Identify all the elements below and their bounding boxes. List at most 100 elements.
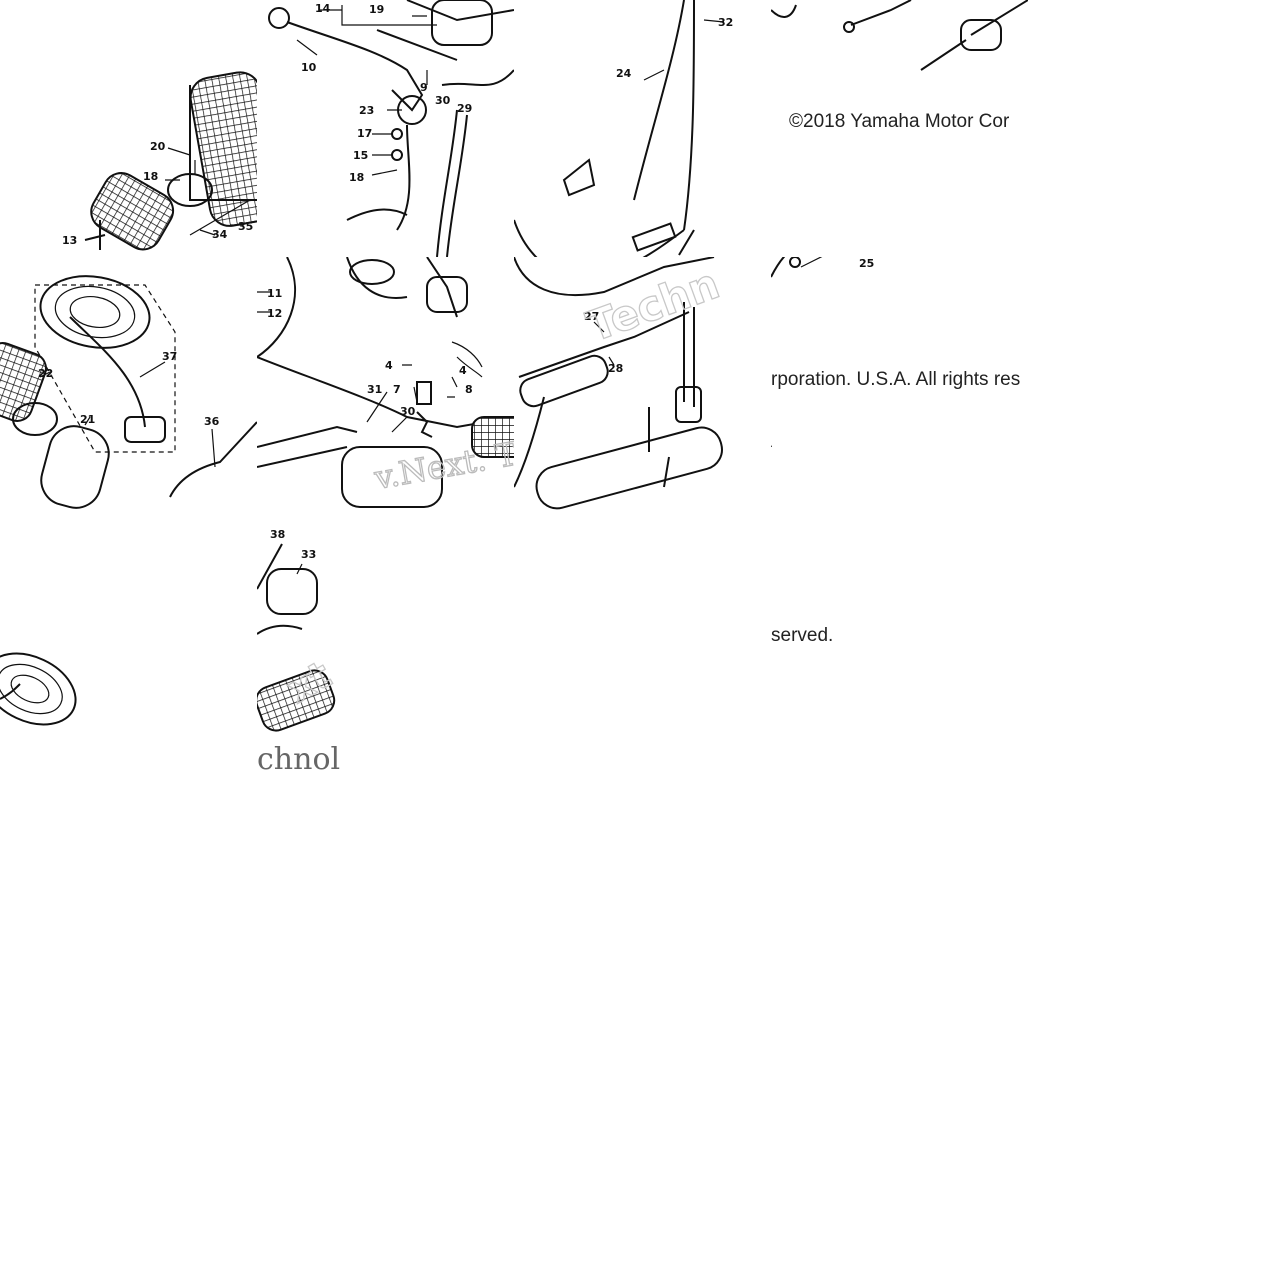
callout-label: 15 <box>353 149 368 162</box>
cable-end <box>843 21 855 33</box>
leader-line <box>39 361 216 468</box>
wire-line <box>451 341 483 378</box>
callout-label: 32 <box>718 16 733 29</box>
mirror-head <box>0 652 77 726</box>
grip-shape <box>90 172 175 251</box>
callout-label: 34 <box>212 228 228 241</box>
callout-label: 25 <box>859 257 874 270</box>
handlebar-line <box>189 85 257 201</box>
cable-line <box>346 257 408 299</box>
diagram-tile-mirror-fragment <box>0 514 257 771</box>
throttle-grip <box>519 354 609 408</box>
diagram-tile-switch-fragment: 38 33 xt chnol <box>257 514 514 771</box>
cable-line <box>771 257 786 278</box>
cable-right-drawing: 25 3 28 28-1 <box>771 257 874 450</box>
callout-label: 30 <box>400 405 416 418</box>
cable-line <box>683 302 695 407</box>
leader-line <box>296 5 437 176</box>
callout-label: 9 <box>420 81 428 94</box>
nut-shape <box>391 149 403 161</box>
callout-label: 33 <box>301 548 316 561</box>
cable-line <box>920 0 1028 71</box>
mirror-head <box>39 275 151 349</box>
diagram-tile-mirror: 22 37 21 36 <box>0 257 257 514</box>
wire-line <box>800 257 823 268</box>
handlebar-line <box>257 425 358 468</box>
copyright-line-3: served. <box>771 625 834 646</box>
leader-line <box>643 19 725 81</box>
mirror-drawing: 22 37 21 36 <box>0 275 257 509</box>
callout-label: 13 <box>62 234 77 247</box>
lever-knob <box>268 7 290 29</box>
bar-section <box>341 446 443 508</box>
clamp-shape <box>416 411 433 438</box>
cable-line <box>518 311 690 378</box>
grip-end <box>349 259 395 285</box>
cable-line <box>633 0 695 231</box>
leader-line <box>257 291 458 433</box>
left-grips-drawing: 20 18 13 34 35 <box>62 71 257 251</box>
callout-label: 14 <box>315 2 331 15</box>
callout-label: 28-1 <box>771 437 773 450</box>
cable-line <box>514 219 538 257</box>
handlebar-drawing: 11 12 4 7 4 8 31 30 v.Next. Te <box>257 257 514 508</box>
leader-line <box>189 160 251 236</box>
switch-housing <box>431 0 493 46</box>
callout-label: 29 <box>457 102 472 115</box>
cable-line <box>514 257 715 297</box>
switch-housing <box>426 276 468 313</box>
callout-label: 27 <box>584 310 599 323</box>
grip-shape <box>257 669 336 732</box>
callout-label: 31 <box>367 383 382 396</box>
washer-shape <box>391 128 403 140</box>
switch-housing <box>167 173 213 207</box>
cable-line <box>648 407 670 488</box>
adjuster-shape <box>960 19 1002 51</box>
throttle-drawing: 27 28 Techn <box>514 257 726 510</box>
callout-label: 35 <box>238 220 253 233</box>
callout-label: 18 <box>143 170 158 183</box>
copyright-line-1: ©2018 Yamaha Motor Cor <box>789 111 1010 132</box>
switch-fragment-drawing: 38 33 xt chnol <box>257 528 340 771</box>
mirror-clamp <box>124 416 166 443</box>
callout-label: 28 <box>608 362 623 375</box>
adjuster-shape <box>631 222 677 252</box>
mirror-fragment-drawing <box>0 652 77 726</box>
diagram-tile-left-grips: 20 18 13 34 35 <box>0 0 257 257</box>
cable-ends-drawing <box>771 0 1028 71</box>
diagram-tile-lever: 14 19 10 9 23 30 29 17 15 18 <box>257 0 514 257</box>
kit-boundary <box>34 284 176 453</box>
mirror-ring <box>0 663 63 715</box>
leader-line <box>165 147 240 236</box>
callout-label: 36 <box>204 415 220 428</box>
wire-line <box>346 208 408 221</box>
diagram-tile-handlebar: 11 12 4 7 4 8 31 30 v.Next. Te <box>257 257 514 514</box>
cable-line <box>514 396 545 488</box>
wire-line <box>257 543 283 590</box>
callout-label: 17 <box>357 127 372 140</box>
cable-end <box>789 257 801 268</box>
callout-label: 38 <box>270 528 285 541</box>
grip-end <box>12 402 58 436</box>
callout-label: 10 <box>301 61 317 74</box>
callout-label: 21 <box>80 413 95 426</box>
callout-label: 20 <box>150 140 166 153</box>
mirror-stem <box>69 316 146 428</box>
handlebar-line <box>376 0 514 61</box>
bracket-shape <box>562 158 596 197</box>
adjuster-shape <box>675 386 702 423</box>
leader-line <box>593 321 615 366</box>
callout-label: 12 <box>267 307 282 320</box>
cable-line <box>771 4 797 18</box>
grip-shape <box>0 342 47 422</box>
throttle-tube <box>426 257 458 318</box>
diagram-tile-throttle: 27 28 Techn <box>514 257 771 514</box>
cable-line <box>850 0 912 26</box>
collar-shape <box>416 381 432 405</box>
callout-label: 24 <box>616 67 632 80</box>
cable-line <box>257 257 296 358</box>
diagram-tile-cables: 32 24 <box>514 0 771 257</box>
watermark-text: Techn <box>581 259 726 352</box>
grip-shape <box>40 425 110 509</box>
